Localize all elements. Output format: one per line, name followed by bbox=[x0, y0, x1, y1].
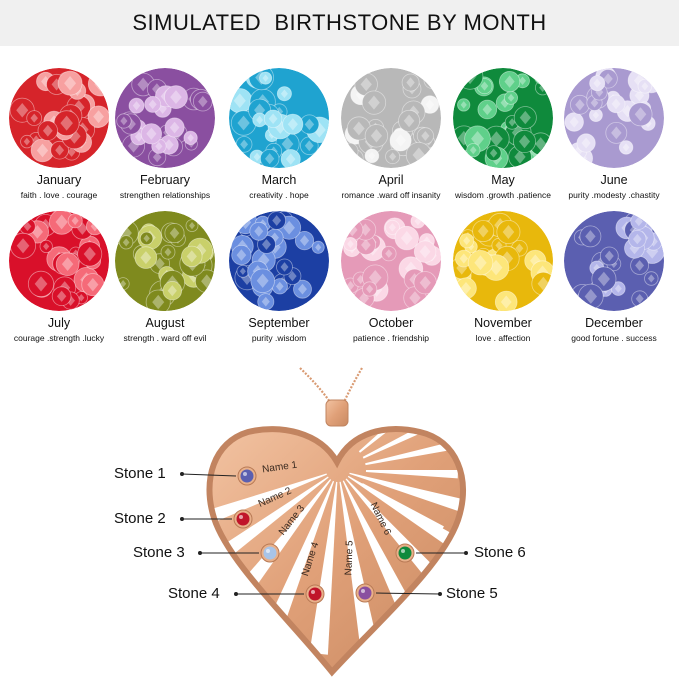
birthstone-december: December good fortune . success bbox=[559, 211, 669, 343]
gem-pile-image bbox=[341, 211, 441, 311]
stone-highlight bbox=[311, 590, 315, 594]
month-name: March bbox=[261, 173, 297, 187]
banner-title: SIMULATED BIRTHSTONE BY MONTH bbox=[132, 10, 547, 35]
month-meaning: love . affection bbox=[475, 333, 531, 343]
fan-slot bbox=[183, 476, 329, 587]
gem-pile-image bbox=[229, 211, 329, 311]
month-meaning: strengthen relationships bbox=[119, 190, 211, 200]
birthstone-may: May wisdom .growth .patience bbox=[448, 68, 558, 200]
month-name: December bbox=[585, 316, 643, 330]
callout-dot bbox=[198, 551, 202, 555]
callout-label-stone-5: Stone 5 bbox=[446, 585, 498, 602]
callout-label-stone-1: Stone 1 bbox=[114, 465, 166, 482]
birthstone-november: November love . affection bbox=[448, 211, 558, 343]
heart-rim bbox=[206, 426, 467, 677]
engraving-name-5: Name 5 bbox=[343, 540, 355, 576]
stone-highlight bbox=[401, 549, 405, 553]
fan-slot bbox=[362, 413, 448, 459]
callout-line-1 bbox=[181, 473, 237, 477]
fan-slot bbox=[339, 481, 380, 654]
birthstone-june: June purity .modesty .chastity bbox=[559, 68, 669, 200]
fan-slot bbox=[361, 483, 444, 534]
callout-label-stone-4: Stone 4 bbox=[168, 585, 220, 602]
fan-slot bbox=[260, 480, 335, 645]
stone-highlight bbox=[361, 589, 365, 593]
callout-label-stone-6: Stone 6 bbox=[474, 544, 526, 561]
month-name: April bbox=[378, 173, 404, 187]
fan-slot bbox=[161, 473, 327, 542]
fan-slot bbox=[347, 475, 500, 576]
fan-slot bbox=[364, 476, 455, 508]
month-meaning: good fortune . success bbox=[571, 333, 657, 343]
month-meaning: wisdom .growth .patience bbox=[455, 190, 551, 200]
gem-pile-image bbox=[453, 211, 553, 311]
gem-pile-image bbox=[341, 68, 441, 168]
birthstone-february: February strengthen relationships bbox=[110, 68, 220, 200]
fan-slot bbox=[358, 389, 433, 453]
necklace-chain bbox=[299, 367, 363, 403]
month-name: May bbox=[491, 173, 515, 187]
month-meaning: faith . love . courage bbox=[20, 190, 98, 200]
gem-pile-image bbox=[564, 211, 664, 311]
stone-highlight bbox=[266, 549, 270, 553]
callout-line-5 bbox=[375, 592, 441, 595]
title-banner: SIMULATED BIRTHSTONE BY MONTH bbox=[0, 0, 679, 46]
month-name: August bbox=[145, 316, 185, 330]
month-name: July bbox=[47, 316, 71, 330]
birthstone-january: January faith . love . courage bbox=[4, 68, 114, 200]
birthstone-september: September purity .wisdom bbox=[224, 211, 334, 343]
birthstone-july: July courage .strength .lucky bbox=[4, 211, 114, 343]
month-meaning: purity .wisdom bbox=[251, 333, 307, 343]
callout-dot bbox=[234, 592, 238, 596]
callout-dot bbox=[180, 517, 184, 521]
birthstone-october: October patience . friendship bbox=[336, 211, 446, 343]
gem-pile-image bbox=[115, 211, 215, 311]
fan-slot bbox=[365, 469, 458, 479]
pendant-bail bbox=[325, 399, 349, 427]
stone-highlight bbox=[239, 515, 243, 519]
gem-pile-image bbox=[564, 68, 664, 168]
callout-dot bbox=[464, 551, 468, 555]
fan-slots bbox=[161, 389, 519, 677]
month-name: June bbox=[600, 173, 628, 187]
month-meaning: creativity . hope bbox=[249, 190, 309, 200]
month-meaning: strength . ward off evil bbox=[123, 333, 207, 343]
fan-slot bbox=[342, 480, 428, 641]
birthstone-april: April romance .ward off insanity bbox=[336, 68, 446, 200]
callout-dot bbox=[180, 472, 184, 476]
fan-slot bbox=[365, 440, 457, 466]
month-meaning: purity .modesty .chastity bbox=[568, 190, 660, 200]
stone-highlight bbox=[243, 472, 247, 476]
engraving-name-1: Name 1 bbox=[262, 460, 299, 476]
month-name: January bbox=[36, 173, 82, 187]
birthstone-august: August strength . ward off evil bbox=[110, 211, 220, 343]
set-stones bbox=[233, 466, 415, 604]
month-name: October bbox=[368, 316, 414, 330]
month-name: November bbox=[474, 316, 532, 330]
gem-pile-image bbox=[9, 211, 109, 311]
gem-pile-image bbox=[9, 68, 109, 168]
fan-slot bbox=[309, 481, 338, 655]
month-meaning: patience . friendship bbox=[352, 333, 430, 343]
month-name: February bbox=[139, 173, 191, 187]
month-name: September bbox=[248, 316, 310, 330]
callout-dot bbox=[438, 592, 442, 596]
month-meaning: courage .strength .lucky bbox=[13, 333, 105, 343]
gem-pile-image bbox=[453, 68, 553, 168]
month-meaning: romance .ward off insanity bbox=[341, 190, 441, 200]
birthstone-march: March creativity . hope bbox=[224, 68, 334, 200]
callout-label-stone-3: Stone 3 bbox=[133, 544, 185, 561]
callout-label-stone-2: Stone 2 bbox=[114, 510, 166, 527]
gem-pile-image bbox=[115, 68, 215, 168]
gem-pile-image bbox=[229, 68, 329, 168]
